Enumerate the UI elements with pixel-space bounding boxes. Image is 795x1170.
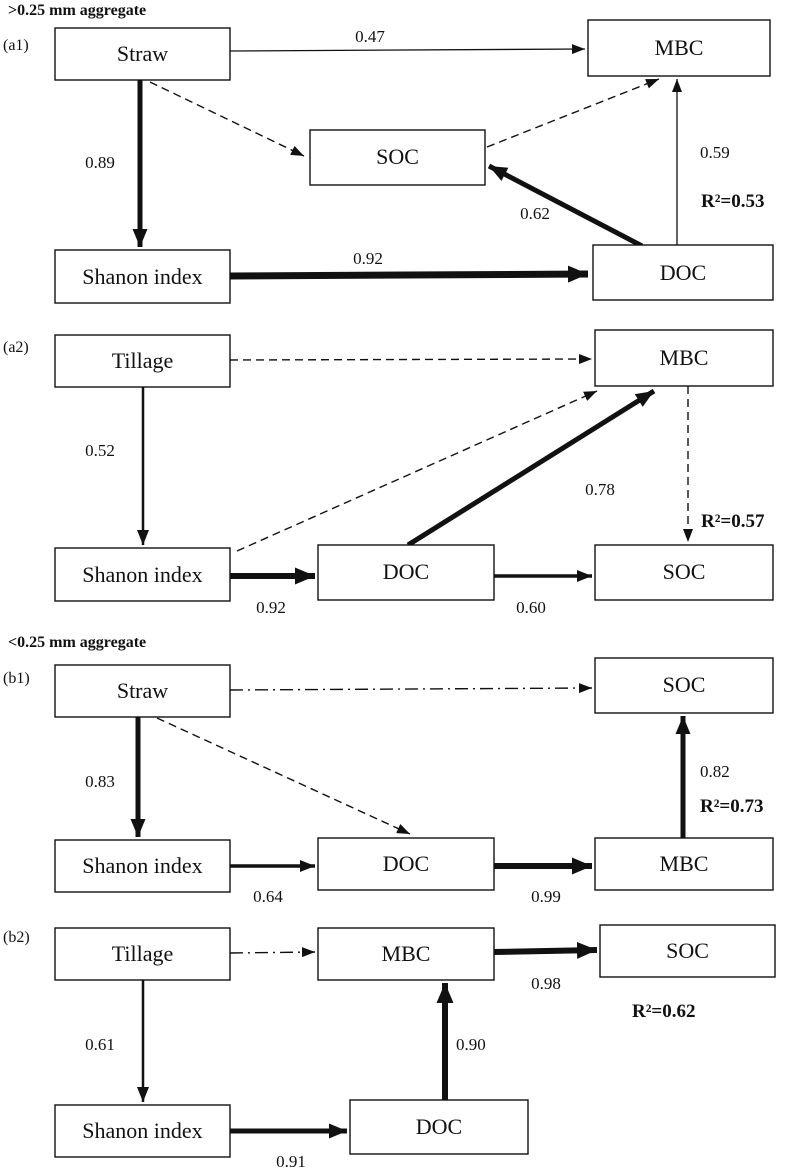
box-b1-straw (54, 664, 231, 718)
box-b2-shanon (54, 1104, 231, 1158)
box-a1-mbc (587, 19, 771, 77)
panel-b1: (b1) Straw SOC Shanon index DOC MBC 0.83… (3, 657, 774, 906)
box-label-b2-mbc: MBC (382, 941, 431, 966)
coef-a2-doc-soc: 0.60 (516, 598, 546, 617)
edge-b1-straw-soc (229, 683, 593, 694)
r-squared-b1: R²=0.73 (700, 796, 764, 817)
box-label-b1-straw: Straw (117, 678, 168, 703)
box-b2-doc (349, 1099, 529, 1155)
section-title-bottom: <0.25 mm aggregate (8, 634, 146, 651)
panel-tag-a1: (a1) (3, 37, 29, 54)
coef-a2-shanon-doc: 0.92 (256, 598, 286, 617)
coef-a1-doc-mbc: 0.59 (700, 143, 730, 162)
panel-tag-a2: (a2) (3, 339, 29, 356)
box-label-b2-shanon: Shanon index (82, 1118, 202, 1143)
box-b2-mbc (317, 927, 495, 981)
coef-b1-doc-mbc: 0.99 (531, 887, 561, 906)
coef-b2-shanon-doc: 0.91 (276, 1152, 306, 1170)
edge-b1-straw-doc (156, 717, 411, 835)
box-b2-tillage (54, 927, 231, 981)
coef-a1-straw-mbc: 0.47 (355, 27, 385, 46)
box-label-a2-tillage: Tillage (112, 348, 174, 373)
box-label-b1-doc: DOC (383, 851, 429, 876)
coef-b1-shanon-doc: 0.64 (253, 887, 283, 906)
box-b2-soc (599, 924, 776, 978)
box-a2-mbc (594, 329, 774, 387)
coef-a2-doc-mbc: 0.78 (585, 480, 615, 499)
edge-a1-shanon-doc (229, 265, 589, 283)
box-b1-soc (594, 657, 774, 714)
box-label-b2-tillage: Tillage (112, 941, 174, 966)
section-title-top: >0.25 mm aggregate (8, 2, 146, 19)
box-label-b1-shanon: Shanon index (82, 853, 202, 878)
box-a2-tillage (54, 334, 231, 388)
r-squared-b2: R²=0.62 (632, 1001, 696, 1022)
box-label-b2-doc: DOC (416, 1114, 462, 1139)
panel-tag-b2: (b2) (3, 929, 30, 946)
coef-b2-doc-mbc: 0.90 (456, 1035, 486, 1054)
coef-b2-tillage-shanon: 0.61 (85, 1035, 115, 1054)
box-label-a1-doc: DOC (660, 260, 706, 285)
box-label-a1-mbc: MBC (655, 35, 704, 60)
edge-a2-doc-mbc (406, 388, 656, 548)
box-b1-shanon (54, 839, 231, 893)
edge-a1-straw-soc (149, 81, 305, 157)
coef-b1-mbc-soc: 0.82 (700, 762, 730, 781)
box-a2-soc (594, 544, 774, 601)
box-a1-straw (54, 27, 231, 81)
box-a1-doc (592, 244, 774, 301)
coef-a1-straw-shanon: 0.89 (85, 153, 115, 172)
box-label-a2-shanon: Shanon index (82, 562, 202, 587)
panel-tag-b1: (b1) (3, 670, 30, 687)
box-label-a1-shanon: Shanon index (82, 264, 202, 289)
box-label-a1-soc: SOC (376, 144, 419, 169)
box-a1-shanon (54, 249, 231, 304)
box-b1-mbc (594, 837, 774, 891)
edge-a2-tillage-mbc (229, 354, 593, 365)
r-squared-a1: R²=0.53 (701, 191, 765, 212)
box-a1-soc (309, 129, 486, 186)
box-label-a1-straw: Straw (117, 41, 168, 66)
edge-a1-soc-mbc (486, 78, 660, 148)
panel-a1: (a1) Straw MBC SOC Shanon index DOC 0.47… (3, 19, 774, 304)
box-label-b2-soc: SOC (666, 938, 709, 963)
box-label-b1-soc: SOC (663, 672, 706, 697)
box-label-b1-mbc: MBC (660, 851, 709, 876)
edge-b2-tillage-mbc (229, 947, 316, 958)
edge-a1-doc-soc (487, 163, 644, 249)
panel-a2: (a2) Tillage MBC Shanon index DOC SOC 0.… (3, 329, 774, 617)
coef-a1-shanon-doc: 0.92 (353, 249, 383, 268)
box-a2-shanon (54, 547, 231, 602)
box-b1-doc (317, 837, 495, 891)
coef-b1-straw-shanon: 0.83 (85, 772, 115, 791)
box-label-a2-soc: SOC (663, 559, 706, 584)
box-label-a2-mbc: MBC (660, 345, 709, 370)
coef-b2-mbc-soc: 0.98 (531, 974, 561, 993)
edge-a2-shanon-mbc (236, 390, 598, 552)
edge-b2-mbc-soc (493, 941, 598, 959)
coef-a2-tillage-shanon: 0.52 (85, 441, 115, 460)
panel-b2: (b2) Tillage MBC SOC Shanon index DOC 0.… (3, 924, 776, 1170)
box-a2-doc (317, 544, 495, 601)
edge-a1-straw-mbc (229, 44, 586, 55)
box-label-a2-doc: DOC (383, 559, 429, 584)
coef-a1-doc-soc: 0.62 (520, 204, 550, 223)
r-squared-a2: R²=0.57 (701, 511, 765, 532)
